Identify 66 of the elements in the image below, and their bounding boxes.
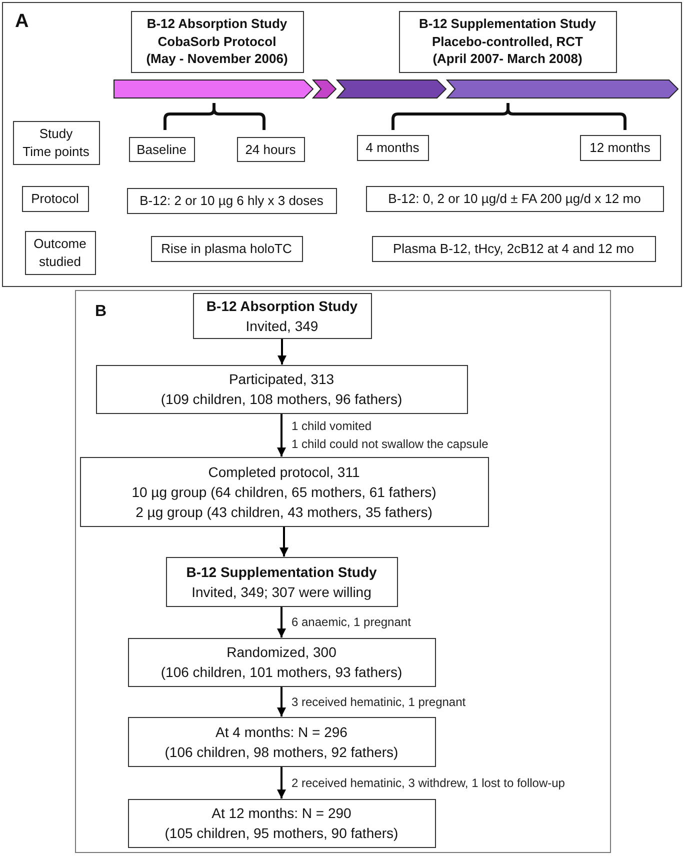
arrow (277, 766, 286, 798)
panel-frame (2, 2, 682, 287)
protocol-text: B-12: 2 or 10 µg 6 hly x 3 doses (140, 192, 324, 209)
protocol-box (366, 186, 664, 212)
study-title: B-12 Supplementation Study (419, 15, 596, 33)
arrow (277, 414, 286, 456)
flow-step-box (192, 292, 372, 338)
step-text: 10 µg group (64 children, 65 mothers, 61 fathers) (132, 482, 436, 502)
time-point-box (236, 136, 304, 162)
study-header-box (398, 10, 616, 72)
edge-label: 3 received hematinic, 1 pregnant (292, 694, 466, 710)
panel-letter: A (15, 11, 29, 33)
row-label: Study Time points (22, 124, 90, 160)
protocol-text: B-12: 0, 2 or 10 µg/d ± FA 200 µg/d x 12 mo (388, 190, 641, 207)
step-text: Completed protocol, 311 (208, 462, 360, 482)
step-text: (106 children, 101 mothers, 93 fathers) (160, 663, 402, 682)
step-text: Invited, 349 (246, 316, 318, 336)
study-title: Placebo-controlled, RCT (432, 32, 583, 50)
step-text: Invited, 349; 307 were willing (192, 582, 372, 602)
flow-step-box (128, 638, 436, 686)
study-title: B-12 Absorption Study (146, 15, 288, 33)
row-header-box (24, 230, 96, 274)
step-text: At 4 months: N = 296 (216, 722, 348, 742)
edge-label: 2 received hematinic, 3 withdrew, 1 lost to follow-up (292, 774, 565, 792)
time-point-label: 24 hours (245, 140, 296, 158)
step-text: 2 µg group (43 children, 43 mothers, 35 fathers) (136, 502, 432, 522)
step-text: (109 children, 108 mothers, 96 fathers) (160, 390, 402, 409)
time-point-box (580, 134, 660, 160)
study-header-box (130, 10, 304, 72)
outcome-text: Plasma B-12, tHcy, 2cB12 at 4 and 12 mo (392, 240, 634, 257)
outcome-box (372, 236, 656, 262)
study-title: CobaSorb Protocol (158, 32, 276, 50)
outcome-box (150, 236, 302, 262)
time-point-label: 12 months (590, 139, 650, 156)
step-text: At 12 months: N = 290 (212, 804, 352, 823)
time-point-label: 4 months (366, 139, 420, 156)
edge-label: 6 anaemic, 1 pregnant (292, 614, 411, 631)
time-point-box (356, 134, 428, 160)
row-header-box (22, 186, 88, 212)
row-header-box (12, 120, 100, 164)
flow-step-box (128, 798, 436, 848)
study-title: (May - November 2006) (146, 50, 288, 68)
arrow (280, 526, 288, 556)
flow-step-box (128, 716, 436, 766)
study-title: (April 2007- March 2008) (432, 50, 582, 68)
flow-step-box (80, 456, 488, 526)
arrow (278, 338, 286, 364)
flow-step-box (96, 364, 468, 414)
panel-frame (75, 290, 611, 853)
step-text: Randomized, 300 (226, 643, 336, 662)
step-heading: B-12 Absorption Study (206, 296, 358, 316)
step-heading: B-12 Supplementation Study (186, 562, 377, 582)
row-label: Protocol (31, 190, 79, 208)
panel-letter: B (95, 302, 107, 322)
arrow (277, 606, 286, 638)
protocol-box (126, 188, 336, 214)
arrow (277, 686, 286, 716)
flow-step-box (166, 556, 398, 606)
time-point-box (128, 136, 194, 162)
edge-label: 1 child vomited 1 child could not swallow the capsule (292, 418, 488, 453)
step-text: (106 children, 98 mothers, 92 fathers) (164, 742, 398, 762)
outcome-text: Rise in plasma holoTC (161, 240, 292, 257)
step-text: (105 children, 95 mothers, 90 fathers) (164, 824, 398, 843)
step-text: Participated, 313 (228, 370, 334, 389)
row-label: Outcome studied (34, 234, 86, 270)
time-point-label: Baseline (136, 140, 186, 158)
